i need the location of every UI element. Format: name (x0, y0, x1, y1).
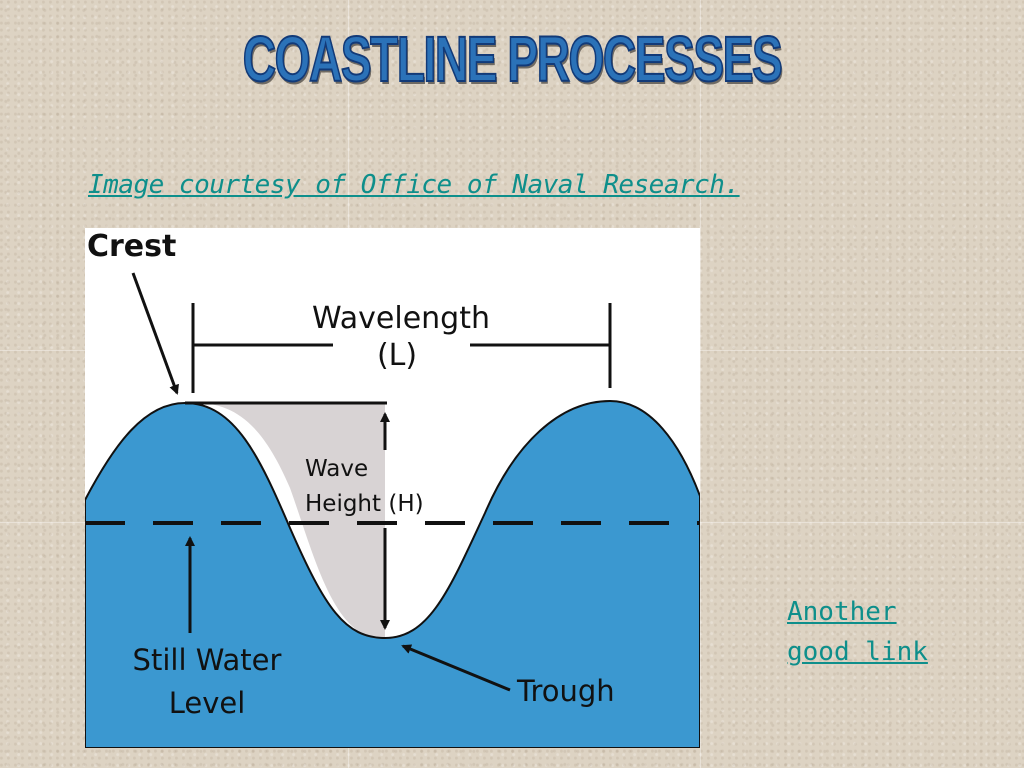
wave-height-label-2: Height (H) (305, 491, 424, 517)
crest-label: Crest (87, 229, 176, 264)
wave-height-label-1: Wave (305, 456, 368, 482)
image-credit-link[interactable]: Image courtesy of Office of Naval Resear… (88, 170, 740, 200)
wave-height-region (185, 402, 385, 639)
crest-arrow (131, 272, 179, 395)
another-link-line1: Another (787, 597, 897, 627)
wavelength-label: Wavelength (312, 301, 490, 336)
still-water-label-2: Level (169, 686, 246, 720)
wave-diagram: Crest Wavelength (L) Wave Height (H) Sti… (85, 228, 700, 748)
wavelength-symbol-label: (L) (377, 338, 417, 373)
trough-arrow (401, 644, 511, 692)
bg-tile-line (700, 0, 701, 768)
another-link-line2: good link (787, 637, 928, 667)
wave-diagram-svg: Crest Wavelength (L) Wave Height (H) Sti… (85, 229, 700, 748)
another-good-link[interactable]: Another good link (787, 592, 928, 672)
trough-label: Trough (516, 674, 615, 708)
page-title: COASTLINE PROCESSES (242, 22, 783, 96)
still-water-label-1: Still Water (133, 643, 282, 677)
